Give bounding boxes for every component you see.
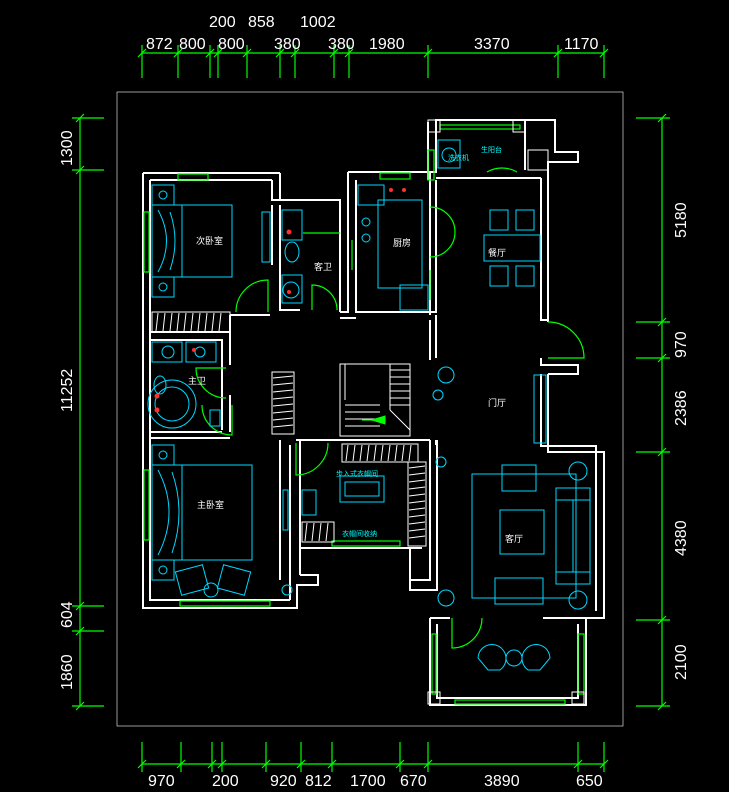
right-dimension-line: [636, 113, 670, 711]
room-label-master-bath: 主卫: [188, 375, 206, 387]
doors: [195, 167, 585, 649]
top-dim-5: 380: [328, 36, 355, 53]
bottom-dimension-line: [137, 742, 609, 772]
top-dimension-line: [137, 45, 609, 78]
staircase: [339, 363, 411, 437]
top-upper-dim-2: 858: [248, 14, 275, 31]
top-dim-3: 800: [218, 36, 245, 53]
top-dim-6: 1980: [369, 36, 405, 53]
room-label-walk-in-closet: 步入式衣帽间: [336, 469, 378, 478]
room-label-secondary-bedroom: 次卧室: [196, 235, 223, 247]
bottom-dim-7: 3890: [484, 773, 520, 790]
plumbing-fixtures: [154, 188, 406, 413]
bottom-dim-8: 650: [576, 773, 603, 790]
room-label-closet-note: 衣帽间收纳: [342, 529, 377, 538]
top-dim-2: 800: [179, 36, 206, 53]
drawing-frame: [116, 91, 624, 727]
top-dim-8: 1170: [564, 36, 599, 53]
top-dim-4: 380: [274, 36, 301, 53]
bottom-dim-3: 920: [270, 773, 297, 790]
room-label-living-room: 客厅: [505, 533, 523, 545]
bottom-dim-6: 670: [400, 773, 427, 790]
room-label-foyer: 门厅: [488, 397, 506, 409]
room-label-laundry: 洗衣机: [448, 153, 469, 162]
top-upper-dim-1: 200: [209, 14, 236, 31]
room-label-kitchen: 厨房: [393, 237, 411, 249]
left-dim-3: 604: [59, 601, 76, 628]
columns: [427, 119, 585, 705]
wardrobes: [151, 311, 427, 547]
left-dim-4: 1860: [59, 654, 76, 690]
right-dim-5: 2100: [673, 644, 690, 680]
windows: [143, 124, 585, 705]
top-dim-1: 872: [146, 36, 173, 53]
stair-arrow: [370, 415, 386, 425]
top-upper-dim-3: 1002: [300, 14, 336, 31]
room-label-balcony: 生阳台: [481, 145, 502, 154]
left-dim-1: 1300: [59, 130, 76, 166]
room-label-dining: 餐厅: [488, 247, 506, 259]
bottom-dim-5: 1700: [350, 773, 386, 790]
right-dim-3: 2386: [673, 390, 690, 426]
bottom-dim-4: 812: [305, 773, 332, 790]
bottom-dim-2: 200: [212, 773, 239, 790]
furniture: [147, 139, 591, 671]
room-label-master-bedroom: 主卧室: [197, 499, 224, 511]
right-dim-1: 5180: [673, 202, 690, 238]
room-label-guest-bath: 客卫: [314, 261, 332, 273]
right-dim-4: 4380: [673, 520, 690, 556]
right-dim-2: 970: [673, 331, 690, 358]
bottom-dim-1: 970: [148, 773, 175, 790]
top-dim-7: 3370: [474, 36, 510, 53]
left-dim-2: 11252: [59, 369, 76, 412]
left-dimension-line: [72, 113, 104, 711]
exterior-walls: [142, 119, 605, 706]
